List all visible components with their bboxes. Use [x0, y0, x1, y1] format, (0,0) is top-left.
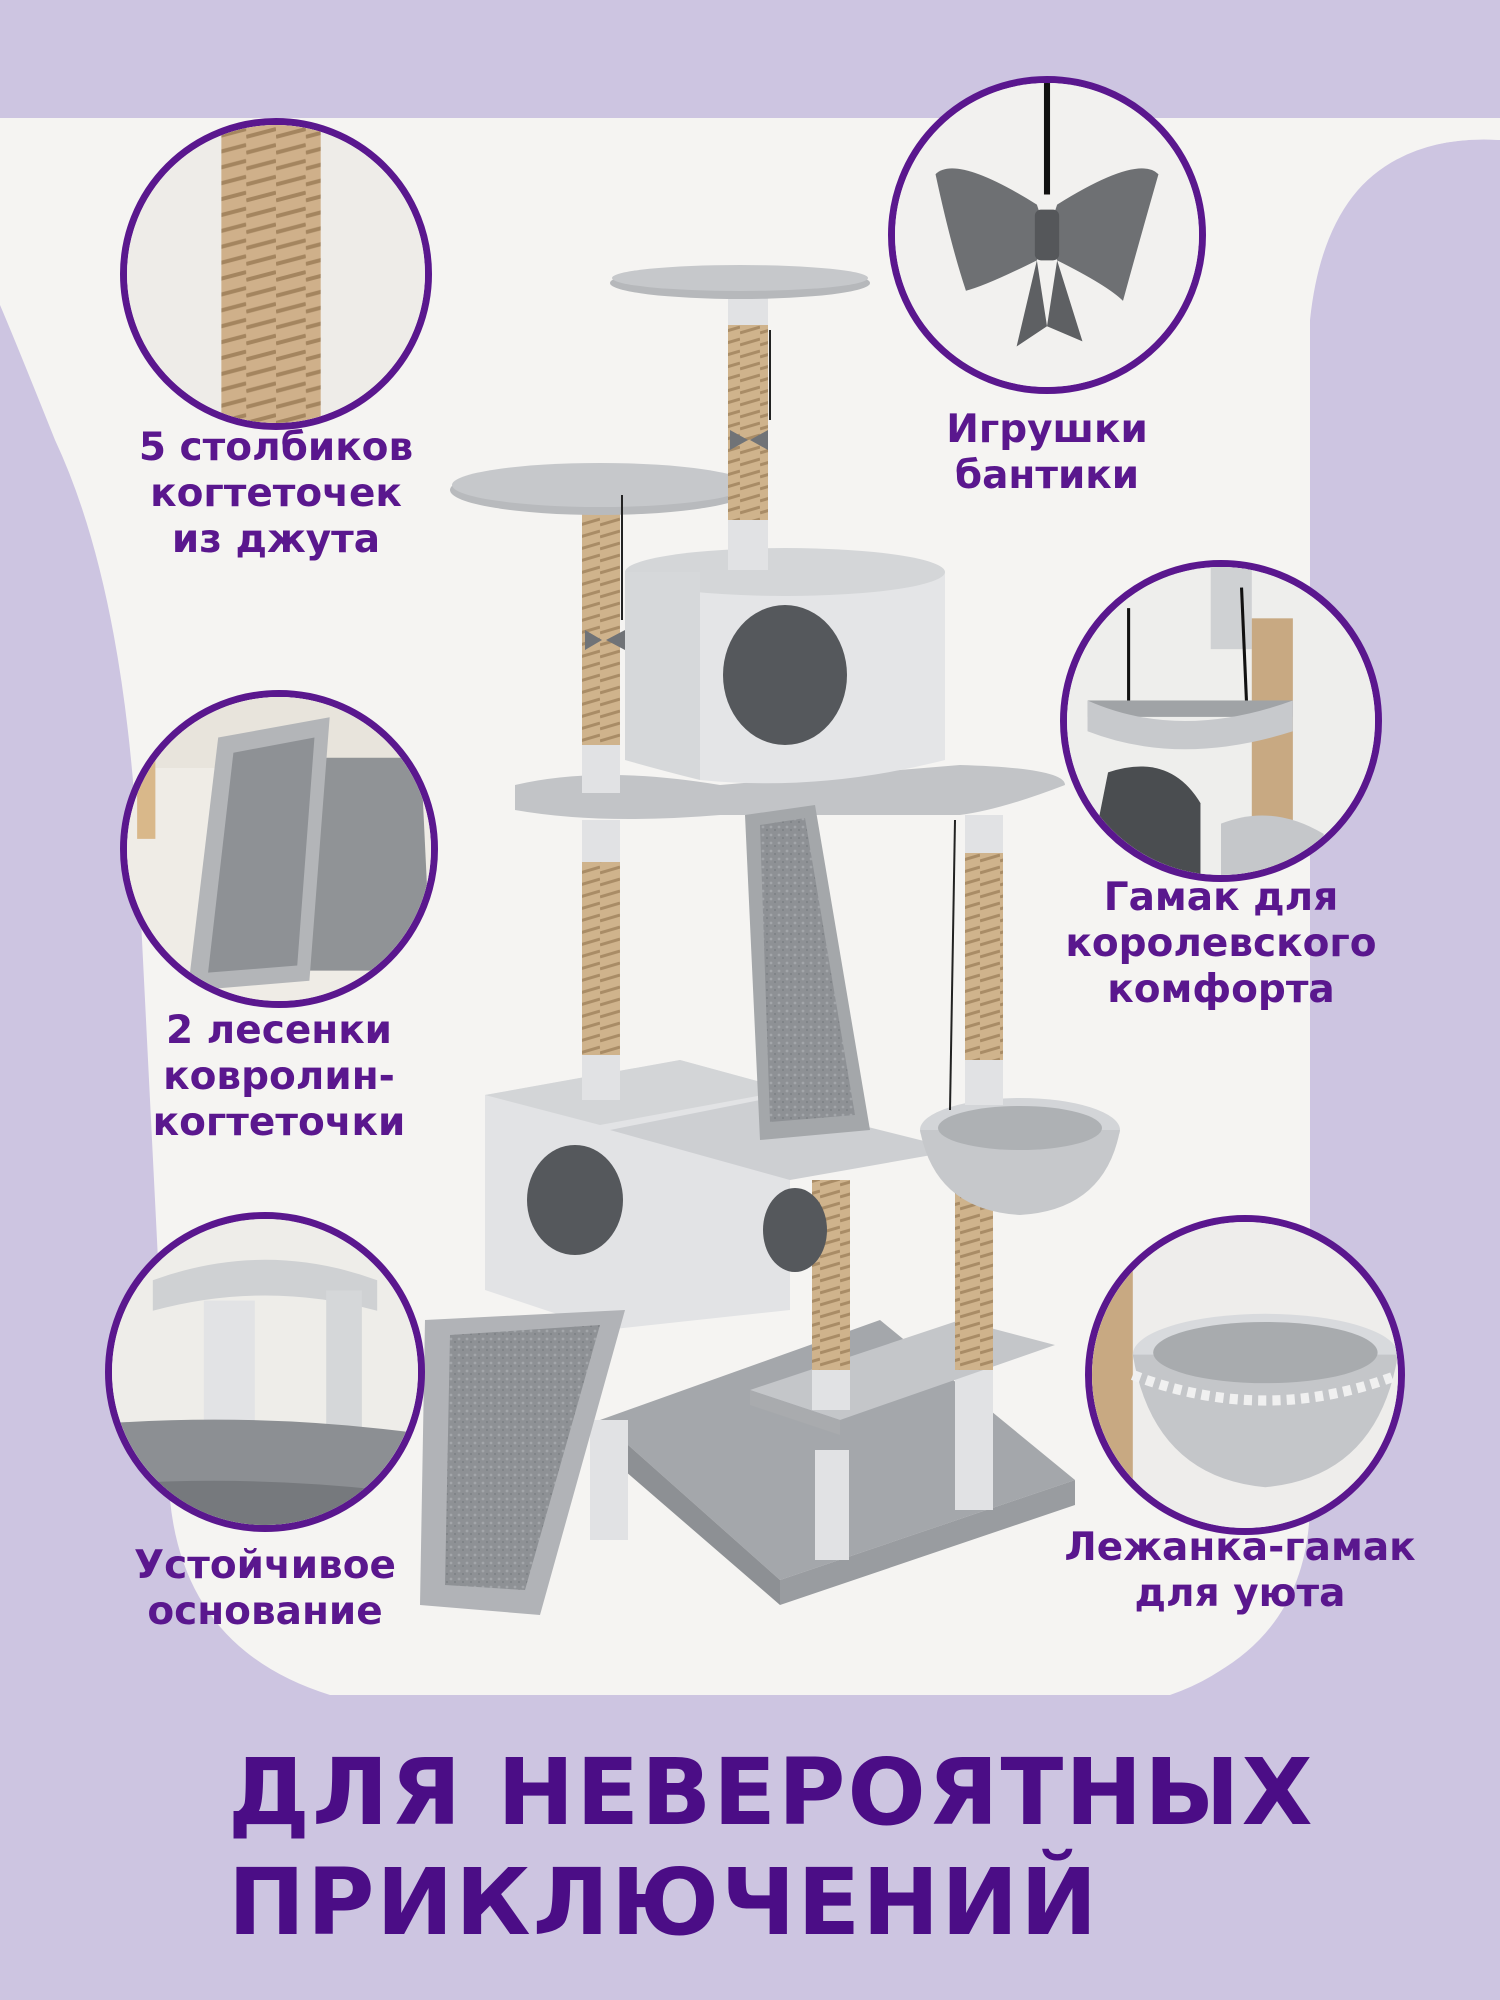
base-bubble: [105, 1212, 425, 1532]
hammock-bed-icon: [1092, 1222, 1398, 1528]
headline-line-2: ПРИКЛЮЧЕНИЙ: [228, 1849, 1100, 1956]
hammock-bed-bubble: [1085, 1215, 1405, 1535]
headline: ДЛЯ НЕВЕРОЯТНЫХ ПРИКЛЮЧЕНИЙ: [228, 1738, 1315, 1958]
cozy-hammock-caption: Лежанка-гамак для уюта: [1064, 1525, 1416, 1616]
hanging-hammock-icon: [1067, 567, 1375, 875]
ladders-caption: 2 лесенки ковролин- когтеточки: [152, 1008, 406, 1145]
headline-line-1: ДЛЯ НЕВЕРОЯТНЫХ: [228, 1739, 1315, 1846]
bow-toy-icon: [895, 83, 1199, 387]
bow-toys-caption: Игрушки бантики: [946, 407, 1148, 498]
jute-posts-caption: 5 столбиков когтеточек из джута: [138, 425, 414, 562]
base-platform-icon: [112, 1219, 418, 1525]
carpet-ladder-icon: [127, 697, 431, 1001]
jute-post-icon: [127, 125, 425, 423]
hanging-hammock-bubble: [1060, 560, 1382, 882]
jute-post-bubble: [120, 118, 432, 430]
stable-base-caption: Устойчивое основание: [134, 1543, 396, 1634]
ladder-bubble: [120, 690, 438, 1008]
bow-toy-bubble: [888, 76, 1206, 394]
royal-hammock-caption: Гамак для королевского комфорта: [1065, 875, 1377, 1012]
